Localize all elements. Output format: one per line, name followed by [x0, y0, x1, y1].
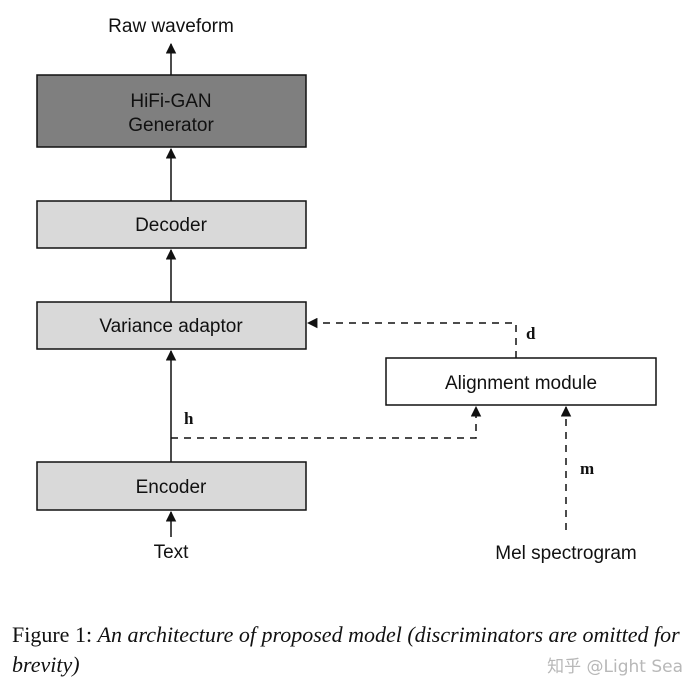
text-input-label: Text	[154, 542, 190, 563]
decoder-box	[36, 200, 307, 249]
h-label: h	[184, 409, 194, 428]
dashed-arrow-hidden	[171, 405, 482, 439]
hifigan-generator-box	[36, 74, 307, 148]
variance-adaptor-box	[36, 301, 307, 350]
encoder-box	[36, 461, 307, 511]
figure-caption: Figure 1: An architecture of proposed mo…	[12, 620, 692, 680]
generator-label-line2: Generator	[128, 115, 214, 136]
watermark: 知乎 @Light Sea	[547, 652, 683, 677]
alignment-module-label: Alignment module	[445, 373, 597, 394]
alignment-module-box	[385, 357, 657, 406]
d-label: d	[526, 324, 536, 343]
caption-text: An architecture of proposed model (discr…	[12, 622, 680, 677]
dashed-arrow-duration	[306, 317, 517, 358]
m-label: m	[580, 459, 594, 478]
variance-adaptor-label: Variance adaptor	[99, 316, 243, 337]
decoder-label: Decoder	[135, 215, 207, 236]
caption-prefix: Figure 1:	[12, 622, 98, 647]
raw-waveform-label: Raw waveform	[108, 16, 234, 37]
mel-spectrogram-label: Mel spectrogram	[495, 543, 637, 564]
encoder-label: Encoder	[136, 477, 207, 498]
generator-label-line1: HiFi-GAN	[130, 91, 211, 112]
architecture-diagram: Raw waveform HiFi-GAN Generator Decoder …	[36, 16, 657, 564]
